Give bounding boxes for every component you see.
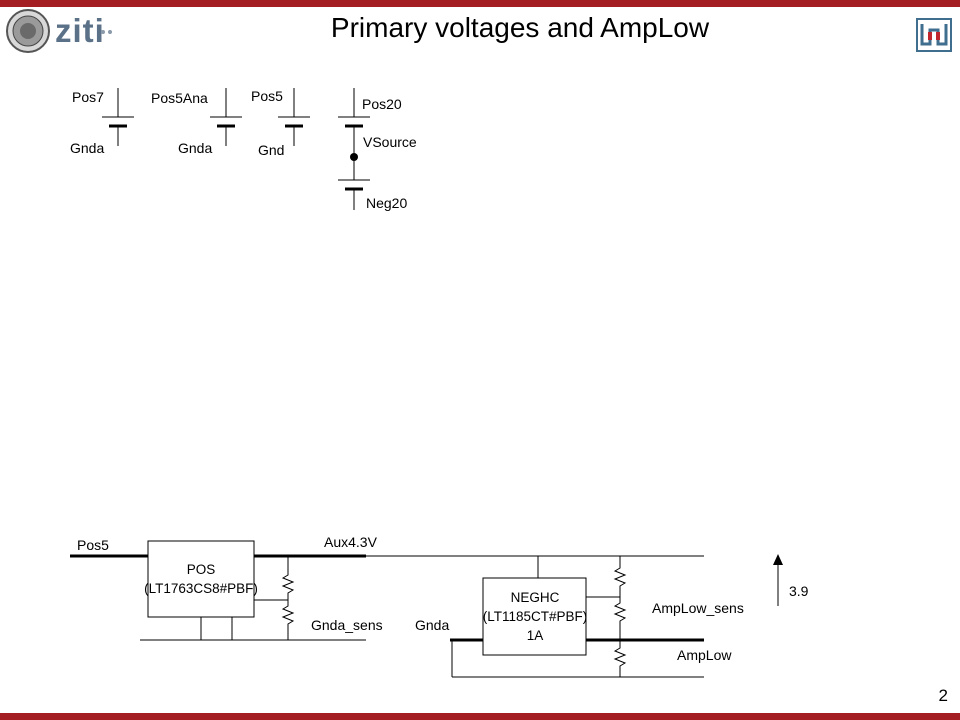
- amplow-sens-net-label: AmpLow_sens: [652, 600, 744, 616]
- vsource-node-dot: [350, 153, 358, 161]
- logo-dots-icon: [101, 30, 112, 34]
- page-title: Primary voltages and AmpLow: [330, 12, 710, 43]
- institute-logo-icon: [916, 18, 952, 52]
- neghc-regulator-label: NEGHC (LT1185CT#PBF) 1A: [460, 588, 610, 645]
- ziti-logo-text: ziti: [55, 12, 105, 49]
- neghc-regulator-name: NEGHC: [510, 590, 560, 605]
- source-pos5ana-symbol: [210, 88, 242, 146]
- arrow-value-label: 3.9: [789, 583, 809, 599]
- source-pos5ana-label: Pos5Ana: [151, 90, 208, 106]
- aux-net-label: Aux4.3V: [324, 534, 377, 550]
- page-number: 2: [938, 686, 948, 705]
- pos-regulator-name: POS: [186, 562, 216, 577]
- pos-divider-resistor-top: [281, 556, 295, 600]
- source-pos5ana-ground-label: Gnda: [178, 140, 213, 156]
- amplow-net-label: AmpLow: [677, 647, 732, 663]
- source-pos7-symbol: [102, 88, 134, 146]
- source-neg20-label: Neg20: [366, 195, 408, 211]
- gnda-net-label: Gnda: [415, 617, 450, 633]
- gnda-sens-net-label: Gnda_sens: [311, 617, 383, 633]
- pos-regulator-label: POS (LT1763CS8#PBF): [125, 560, 277, 598]
- source-pos20-label: Pos20: [362, 96, 402, 112]
- pos-divider-resistor-bottom: [281, 600, 295, 640]
- top-accent-bar: [0, 0, 960, 7]
- university-seal-icon: [6, 9, 50, 53]
- vsource-label: VSource: [363, 134, 417, 150]
- neghc-regulator-box: [482, 577, 587, 656]
- bottom-accent-bar: [0, 713, 960, 720]
- neghc-regulator-rating: 1A: [526, 628, 544, 643]
- source-pos5-label: Pos5: [251, 88, 283, 104]
- voltage-arrow-head: [773, 554, 783, 565]
- neg-divider-resistor-bottom: [613, 640, 627, 677]
- pos-regulator-part: (LT1763CS8#PBF): [144, 581, 258, 596]
- pos5-net-label: Pos5: [77, 537, 109, 553]
- neg-divider-resistor-top: [613, 556, 627, 597]
- source-pos20-neg20-symbol: [338, 88, 370, 210]
- neg-divider-resistor-mid: [613, 597, 627, 640]
- source-pos5-symbol: [278, 88, 310, 146]
- source-pos5-ground-label: Gnd: [258, 142, 285, 158]
- neghc-regulator-part: (LT1185CT#PBF): [482, 609, 588, 624]
- source-pos7-ground-label: Gnda: [70, 140, 105, 156]
- source-pos7-label: Pos7: [72, 89, 104, 105]
